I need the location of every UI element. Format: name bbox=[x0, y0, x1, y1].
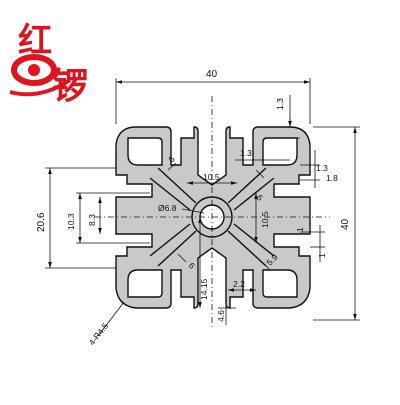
brand-logo: 红 锣 bbox=[9, 21, 88, 107]
label-web-right: 10.5 bbox=[260, 211, 270, 228]
rib-ll2 bbox=[149, 223, 191, 257]
label-rib-ll: 6 bbox=[187, 260, 198, 271]
label-web-top: 10.5 bbox=[203, 172, 220, 182]
label-slot-width: 2.2 bbox=[233, 279, 245, 289]
label-slot-depth: 4.6 bbox=[216, 310, 226, 322]
label-slot-outer: 10.3 bbox=[66, 213, 76, 230]
label-overall-height: 40 bbox=[340, 218, 351, 230]
logo-ring bbox=[11, 54, 57, 86]
profile-body bbox=[115, 126, 311, 309]
rib-ul2 bbox=[149, 177, 191, 211]
label-rib-ur: 6 bbox=[255, 192, 266, 203]
rib-mark-ur bbox=[255, 169, 265, 179]
rib-mark-lr bbox=[261, 261, 271, 271]
rib-mark-ul bbox=[167, 162, 177, 171]
center-lines bbox=[95, 96, 330, 330]
rib-lr bbox=[227, 230, 267, 267]
label-corner-radius: 4-R4.5 bbox=[87, 321, 111, 347]
label-rib-ul: 6 bbox=[166, 154, 177, 165]
label-wall-top: 1.3 bbox=[275, 98, 285, 110]
leader-radius bbox=[97, 301, 125, 337]
leader-bore bbox=[181, 208, 205, 214]
rib-ll bbox=[157, 230, 197, 267]
label-tick-right-lower: 1 bbox=[317, 253, 327, 258]
label-overall-width: 40 bbox=[206, 69, 218, 80]
rib-ur2 bbox=[233, 177, 275, 211]
logo-char-top: 红 bbox=[18, 21, 52, 61]
dimension-labels: 40 40 20.6 10.3 8.3 Ø6.8 10.5 10.5 1.3 1… bbox=[36, 69, 351, 347]
label-center-bottom: 14.15 bbox=[199, 278, 209, 300]
label-slot-inner: 8.3 bbox=[87, 214, 97, 226]
logo-dot bbox=[28, 64, 40, 76]
label-lip-right-top: 1.3 bbox=[316, 163, 328, 173]
label-bore: Ø6.8 bbox=[158, 203, 177, 213]
dimension-lines bbox=[45, 78, 360, 337]
label-left-height: 20.6 bbox=[36, 212, 47, 232]
rib-ul bbox=[157, 167, 197, 204]
rib-lr2 bbox=[233, 223, 275, 257]
label-lip-right: 1.8 bbox=[326, 173, 338, 183]
logo-swoosh bbox=[9, 78, 72, 97]
rib-mark-ll bbox=[177, 253, 187, 263]
label-lip-top: 1.3 bbox=[240, 148, 252, 158]
label-tick-right-upper: 1 bbox=[295, 227, 305, 232]
